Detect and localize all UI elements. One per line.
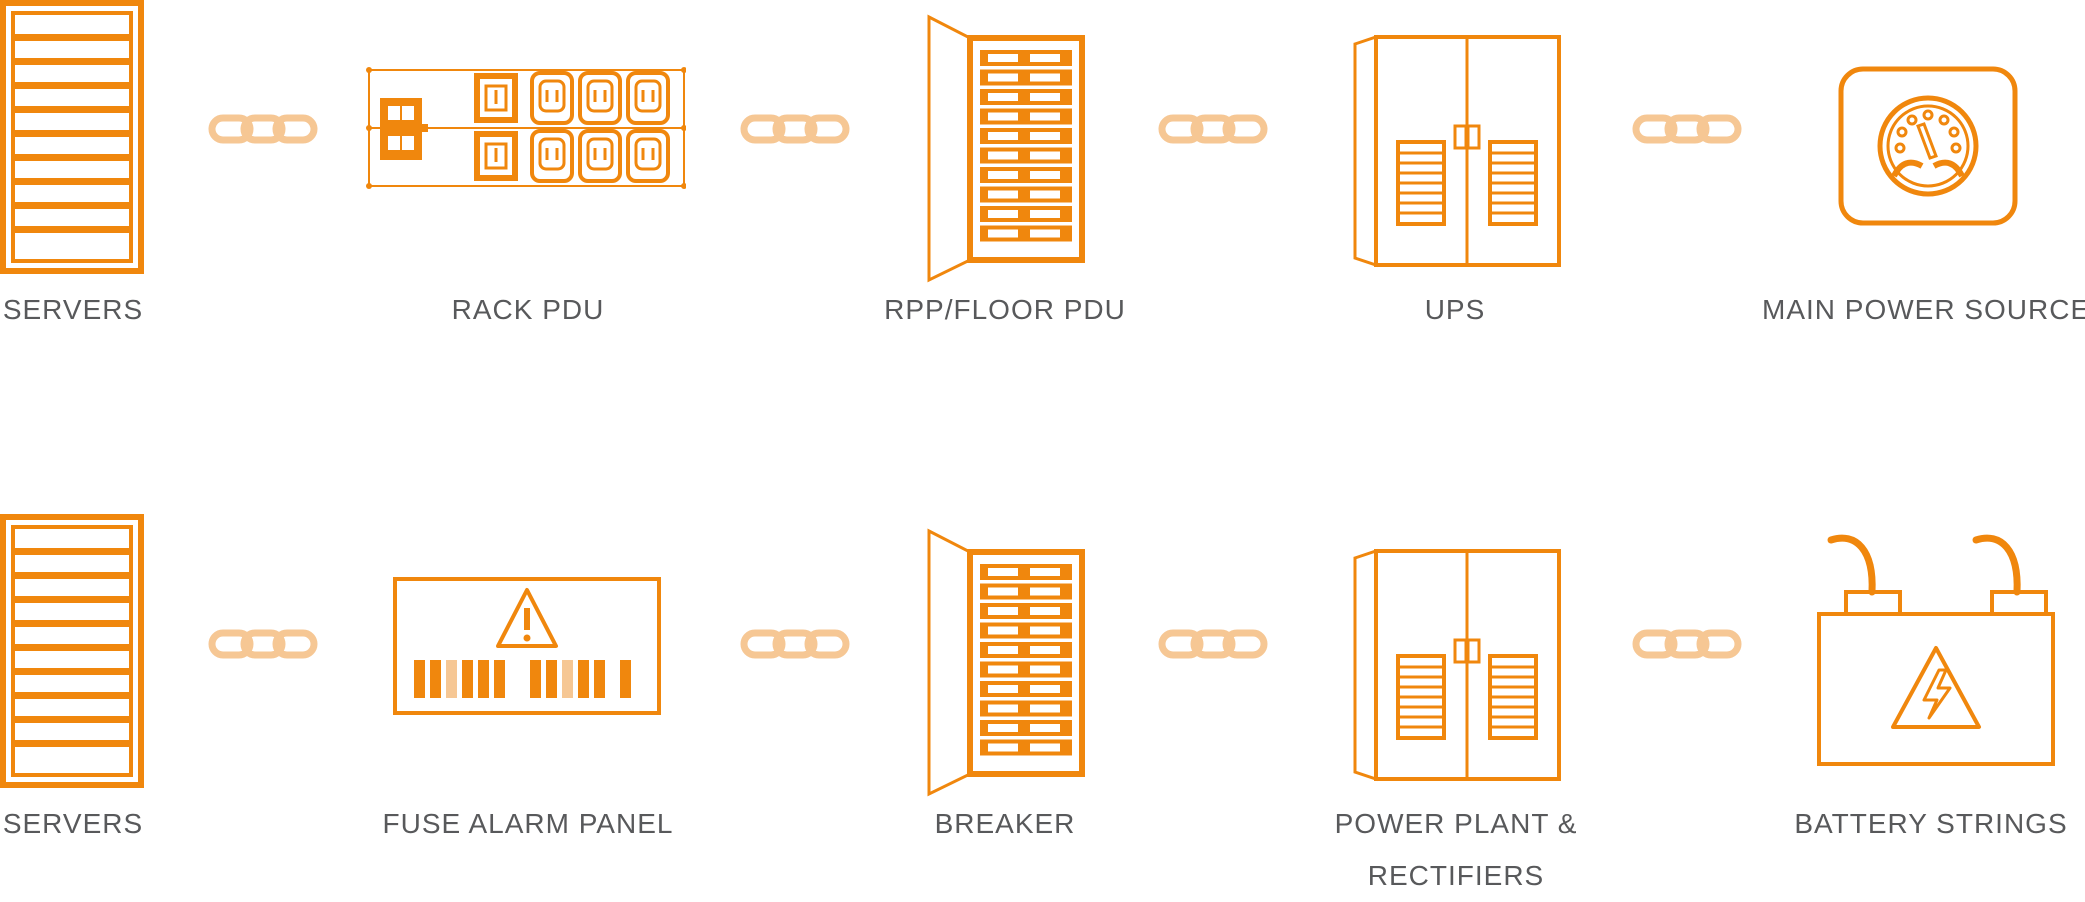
ups-cabinet-icon xyxy=(1352,34,1562,268)
row2-label-battery-strings: BATTERY STRINGS xyxy=(1794,808,2068,839)
chain-link-icon xyxy=(208,628,318,660)
row1-label-ups: UPS xyxy=(1424,294,1486,325)
chain-link-icon xyxy=(208,113,318,145)
chain-link-icon xyxy=(1632,628,1742,660)
row2-label-breaker: BREAKER xyxy=(934,808,1076,839)
chain-link-icon xyxy=(740,628,850,660)
row2-label-servers: SERVERS xyxy=(2,808,144,839)
chain-link-icon xyxy=(740,113,850,145)
fuse-alarm-panel-icon xyxy=(392,576,662,716)
battery-icon xyxy=(1816,530,2056,770)
row1-label-rack-pdu: RACK PDU xyxy=(451,294,605,325)
chain-link-icon xyxy=(1158,628,1268,660)
row2-label-fuse-alarm-panel: FUSE ALARM PANEL xyxy=(382,808,674,839)
servers-icon xyxy=(0,0,144,274)
row1-label-main-power-source: MAIN POWER SOURCE xyxy=(1762,294,2085,325)
chain-link-icon xyxy=(1158,113,1268,145)
power-plant-cabinet-icon xyxy=(1352,548,1562,782)
row2-label-rectifiers: RECTIFIERS xyxy=(1367,860,1545,891)
breaker-panel-icon xyxy=(926,528,1086,798)
row1-label-servers: SERVERS xyxy=(2,294,144,325)
rack-pdu-icon xyxy=(366,66,686,190)
servers-icon xyxy=(0,514,144,788)
breaker-panel-icon xyxy=(926,14,1086,284)
chain-link-icon xyxy=(1632,113,1742,145)
row2-label-power-plant: POWER PLANT & xyxy=(1334,808,1578,839)
row1-label-rpp-floor-pdu: RPP/FLOOR PDU xyxy=(884,294,1126,325)
power-meter-icon xyxy=(1838,66,2018,226)
